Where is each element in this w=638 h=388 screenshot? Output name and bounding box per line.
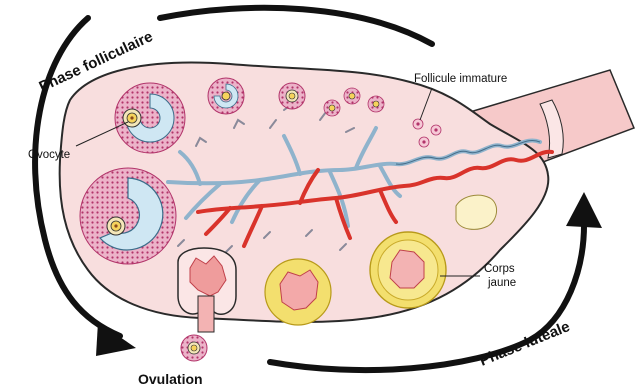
luteal-arrow-head: [566, 192, 602, 228]
corpus-luteum: [370, 232, 446, 308]
released-oocyte: [181, 335, 207, 361]
luteal-phase-label: Phase lutéale: [477, 318, 572, 370]
oocyte-label: Ovocyte: [28, 149, 70, 161]
follicular-arrow-head: [96, 322, 136, 356]
follicular-top-arc: [160, 8, 432, 44]
early-corpus-luteum: [265, 259, 331, 325]
corpus-luteum-label-line1: Corps: [484, 263, 515, 275]
antral-follicle-top: [115, 83, 185, 153]
corpus-albicans: [456, 195, 497, 229]
ovulation-label: Ovulation: [138, 371, 203, 387]
antral-follicle-large: [80, 168, 176, 264]
corpus-luteum-label-line2: jaune: [487, 277, 516, 289]
secondary-follicle: [208, 78, 244, 114]
primary-follicle: [279, 83, 305, 109]
immature-follicle-label: Follicule immature: [414, 73, 507, 85]
